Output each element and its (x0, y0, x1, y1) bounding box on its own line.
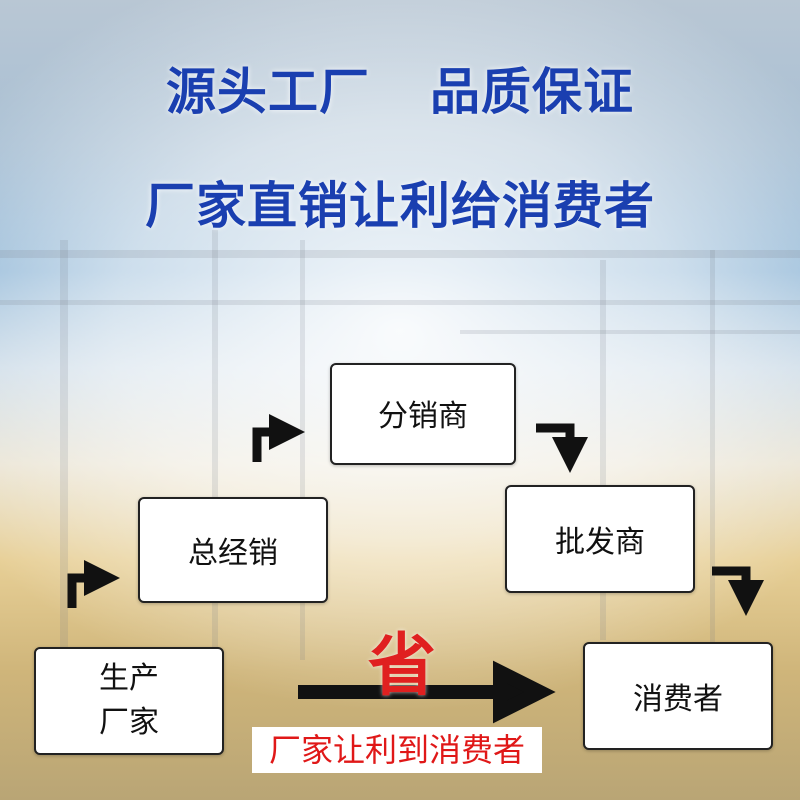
headline-line-1: 源头工厂 品质保证 (0, 52, 800, 124)
arrow-factory-to-general (67, 560, 120, 608)
node-general-distributor: 总经销 (138, 497, 328, 603)
node-distributor: 分销商 (330, 363, 516, 465)
arrow-direct-shortcut (298, 660, 556, 724)
node-consumer: 消费者 (583, 642, 773, 750)
node-factory-line-1: 生产 (99, 661, 159, 696)
node-wholesaler: 批发商 (505, 485, 695, 593)
headline-quality-guarantee: 品质保证 (430, 63, 634, 121)
headline-line-2: 厂家直销让利给消费者 (145, 177, 655, 235)
node-factory-line-2: 厂家 (99, 705, 159, 740)
node-factory: 生产 厂家 (34, 647, 224, 755)
arrow-distributor-to-wholesaler (536, 423, 588, 473)
save-mark: 省 (368, 627, 437, 706)
direct-caption: 厂家让利到消费者 (252, 727, 542, 773)
arrow-general-to-distributor (252, 414, 305, 462)
arrow-wholesaler-to-consumer (712, 566, 764, 616)
headline-source-factory: 源头工厂 (166, 63, 370, 121)
